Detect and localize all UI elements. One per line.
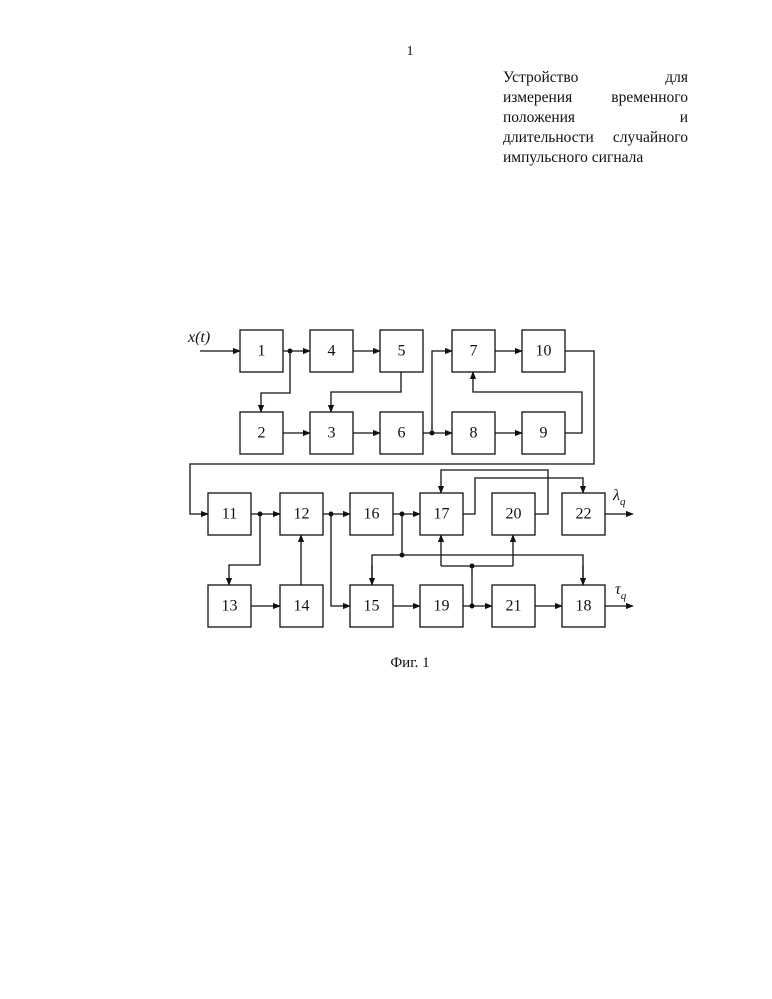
output-tau-subscript: q (621, 590, 627, 602)
wire-6-7 (432, 351, 452, 433)
block-14-label: 14 (294, 598, 310, 615)
block-13: 13 (208, 585, 251, 627)
block-21-label: 21 (506, 598, 522, 615)
block-3-label: 3 (328, 425, 336, 442)
block-16-label: 16 (364, 506, 380, 523)
block-12: 12 (280, 493, 323, 535)
block-10-label: 10 (536, 343, 552, 360)
block-22: 22 (562, 493, 605, 535)
block-15-label: 15 (364, 598, 380, 615)
wires (190, 349, 633, 609)
block-17-label: 17 (434, 506, 450, 523)
block-20: 20 (492, 493, 535, 535)
block-9-label: 9 (540, 425, 548, 442)
block-4-label: 4 (328, 343, 336, 360)
block-4: 4 (310, 330, 353, 372)
block-6-label: 6 (398, 425, 406, 442)
block-10: 10 (522, 330, 565, 372)
block-20-label: 20 (506, 506, 522, 523)
block-13-label: 13 (222, 598, 238, 615)
block-6: 6 (380, 412, 423, 454)
block-2-label: 2 (258, 425, 266, 442)
block-5: 5 (380, 330, 423, 372)
block-1: 1 (240, 330, 283, 372)
block-2: 2 (240, 412, 283, 454)
block-8-label: 8 (470, 425, 478, 442)
block-7: 7 (452, 330, 495, 372)
block-7-label: 7 (470, 343, 478, 360)
block-17: 17 (420, 493, 463, 535)
block-5-label: 5 (398, 343, 406, 360)
block-22-label: 22 (576, 506, 592, 523)
block-19-label: 19 (434, 598, 450, 615)
wire-bus-15-18 (372, 555, 583, 585)
output-lambda-symbol: λ (612, 487, 620, 504)
block-18-label: 18 (576, 598, 592, 615)
block-19: 19 (420, 585, 463, 627)
block-3: 3 (310, 412, 353, 454)
block-1-label: 1 (258, 343, 266, 360)
junction-19-split (470, 564, 475, 569)
block-11-label: 11 (222, 506, 237, 523)
block-21: 21 (492, 585, 535, 627)
block-18: 18 (562, 585, 605, 627)
wire-5-3 (331, 372, 401, 412)
block-8: 8 (452, 412, 495, 454)
output-tau-label: τq (615, 581, 627, 602)
block-15: 15 (350, 585, 393, 627)
block-9: 9 (522, 412, 565, 454)
block-16: 16 (350, 493, 393, 535)
block-12-label: 12 (294, 506, 310, 523)
output-lambda-subscript: q (620, 496, 626, 508)
block-14: 14 (280, 585, 323, 627)
figure-caption: Фиг. 1 (360, 655, 460, 672)
wire-12-15 (331, 514, 350, 606)
input-label: x(t) (187, 329, 210, 346)
output-lambda-label: λq (612, 487, 626, 508)
block-11: 11 (208, 493, 251, 535)
